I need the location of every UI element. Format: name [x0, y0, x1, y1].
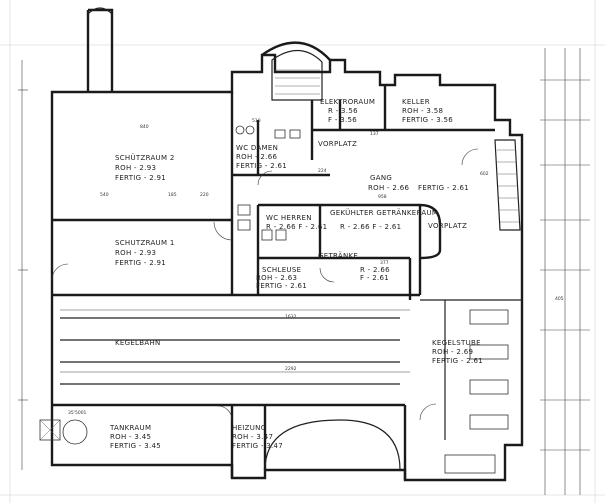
doors [51, 148, 479, 421]
label-keller-fertig: FERTIG - 3.56 [402, 116, 453, 124]
tank [39, 419, 88, 445]
label-wc-damen: WC DAMEN [236, 144, 278, 152]
dim-185: 185 [168, 192, 177, 198]
label-tankraum-fertig: FERTIG - 3.45 [110, 442, 161, 450]
label-tankraum: TANKRAUM [109, 424, 151, 432]
label-vorplatz-top: VORPLATZ [318, 140, 357, 148]
label-schleuse: SCHLEUSE [262, 266, 301, 274]
dimension-chain-right [540, 48, 590, 495]
dim-2292: 2292 [285, 366, 297, 372]
label-schleuse-fertig: FERTIG - 2.61 [256, 282, 307, 290]
exterior-walls [50, 7, 524, 482]
label-gang: GANG [370, 174, 392, 182]
dim-602: 602 [480, 171, 489, 177]
label-heizung: HEIZUNG [232, 424, 266, 432]
dim-840: 840 [140, 124, 149, 130]
interior-walls [52, 85, 522, 480]
dim-224: 224 [318, 168, 327, 174]
label-kegelstube: KEGELSTUBE [432, 339, 481, 347]
kegelbahn-lanes [60, 309, 410, 385]
heizung-curve [264, 419, 401, 471]
label-schutzraum2: SCHÜTZRAUM 2 [115, 153, 175, 162]
label-getraenke-roh: R - 2.66 [360, 266, 390, 274]
label-kegelstube-fertig: FERTIG - 2.61 [432, 357, 483, 365]
dim-220: 220 [200, 192, 209, 198]
stair-tower [261, 41, 331, 101]
label-schutzraum2-fertig: FERTIG - 2.91 [115, 174, 166, 182]
label-elektroraum-roh: R - 3.56 [328, 107, 358, 115]
label-schutzraum2-roh: ROH - 2.93 [115, 164, 156, 172]
label-keller-roh: ROH - 3.58 [402, 107, 443, 115]
label-getraenke: GETRÄNKE [318, 251, 358, 260]
dimension-labels: 840 540 185 220 1632 2292 958 510 137 37… [68, 118, 564, 416]
dim-377: 377 [380, 260, 389, 266]
dim-958: 958 [378, 194, 387, 200]
label-schleuse-roh: ROH - 2.63 [256, 274, 297, 282]
label-wc-herren-level: R - 2.66 F - 2.61 [266, 223, 327, 231]
label-wc-damen-fertig: FERTIG - 2.61 [236, 162, 287, 170]
wc-fixtures [235, 125, 301, 241]
label-vorplatz-right: VORPLATZ [428, 222, 467, 230]
label-gang-fertig: FERTIG - 2.61 [418, 184, 469, 192]
label-keller: KELLER [402, 98, 430, 106]
getraenkeraum-curve [419, 203, 442, 260]
room-labels: SCHÜTZRAUM 2 ROH - 2.93 FERTIG - 2.91 SC… [109, 98, 483, 450]
label-kegelbahn: KEGELBAHN [115, 339, 161, 347]
label-wc-herren: WC HERREN [266, 214, 312, 222]
label-schutzraum1-roh: ROH - 2.93 [115, 249, 156, 257]
label-heizung-fertig: FERTIG - 3.47 [232, 442, 283, 450]
kegelstube-tables [444, 300, 509, 474]
label-getraenke-fertig: F - 2.61 [360, 274, 389, 282]
dim-1632: 1632 [285, 314, 297, 320]
label-elektroraum: ELEKTRORAUM [320, 98, 375, 106]
dim-510: 510 [252, 118, 261, 124]
dim-540: 540 [100, 192, 109, 198]
label-elektroraum-fertig: F - 3.56 [328, 116, 357, 124]
dimension-chain-left [18, 60, 28, 470]
stair-right [494, 139, 521, 231]
label-schutzraum1: SCHUTZRAUM 1 [115, 239, 175, 247]
label-getraenkeraum-level: R - 2.66 F - 2.61 [340, 223, 401, 231]
label-gang-levels: ROH - 2.66 [368, 184, 409, 192]
label-heizung-roh: ROH - 3.47 [232, 433, 273, 441]
label-getraenkeraum: GEKÜHLTER GETRÄNKERAUM [330, 208, 438, 217]
dim-137: 137 [370, 131, 379, 137]
dim-405: 405 [555, 296, 564, 302]
label-tankraum-roh: ROH - 3.45 [110, 433, 151, 441]
label-kegelstube-roh: ROH - 2.69 [432, 348, 473, 356]
dim-355001: 35'5001 [68, 410, 87, 416]
label-wc-damen-roh: ROH - 2.66 [236, 153, 277, 161]
label-schutzraum1-fertig: FERTIG - 2.91 [115, 259, 166, 267]
